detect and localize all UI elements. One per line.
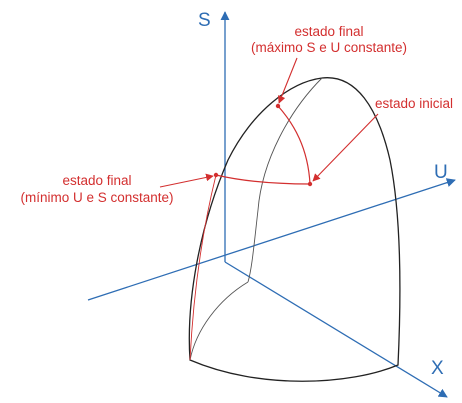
surface-ridge-curve (247, 77, 323, 283)
x-axis-label: X (431, 358, 444, 379)
u-axis (87, 178, 456, 301)
constant-s-curve (215, 174, 311, 185)
arrow-final-min (159, 173, 214, 188)
surface-outer-boundary (188, 77, 401, 382)
annotation-initial: estado inicial (375, 96, 453, 111)
surface-bottom-curve (189, 281, 249, 361)
x-axis (224, 261, 448, 398)
surface-front-left-edge (189, 174, 217, 361)
annotation-final-max-line2: (máximo S e U constante) (251, 40, 407, 55)
annotation-final-min-line2: (mínimo U e S constante) (20, 190, 173, 205)
state-point-initial (307, 181, 313, 187)
annotation-final-min-line1: estado final (62, 173, 131, 188)
state-point-max-s (275, 103, 281, 109)
annotation-final-max-line1: estado final (294, 24, 363, 39)
arrow-initial (312, 113, 379, 182)
s-axis-label: S (198, 10, 211, 31)
arrow-final-max (277, 57, 298, 104)
state-point-min-u (213, 172, 219, 178)
u-axis-label: U (434, 162, 448, 183)
constant-u-curve (277, 105, 311, 185)
